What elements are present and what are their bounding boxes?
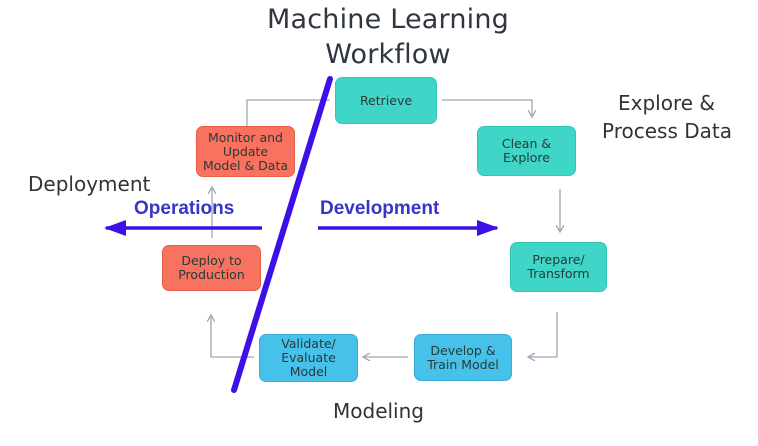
diagram-title-line1: Machine Learning [266, 4, 510, 35]
node-develop-train: Develop & Train Model [414, 334, 512, 381]
section-label-deployment: Deployment [28, 172, 151, 196]
node-monitor-update-label: Monitor and Update Model & Data [202, 129, 289, 173]
node-develop-train-label: Develop & Train Model [427, 342, 499, 372]
node-deploy-production: Deploy to Production [162, 245, 261, 291]
phase-label-development: Development [320, 198, 440, 219]
node-clean-explore: Clean & Explore [477, 126, 576, 176]
connector-validate-to-deploy [211, 316, 254, 358]
node-clean-explore-label: Clean & Explore [501, 136, 552, 165]
connector-retrieve-to-clean [442, 99, 532, 116]
node-monitor-update: Monitor and Update Model & Data [196, 126, 295, 177]
node-retrieve: Retrieve [335, 77, 437, 124]
divider-line [231, 76, 333, 393]
phase-label-operations: Operations [134, 198, 235, 219]
node-prepare-transform: Prepare/ Transform [510, 242, 607, 292]
node-retrieve-label: Retrieve [359, 92, 413, 108]
node-validate-evaluate: Validate/ Evaluate Model [259, 334, 358, 382]
diagram-title-line2: Workflow [325, 39, 451, 70]
connector-prepare-to-develop [529, 312, 558, 357]
section-label-explore-line2: Process Data [602, 119, 732, 143]
node-deploy-production-label: Deploy to Production [178, 253, 245, 282]
section-label-explore-line1: Explore & [618, 91, 716, 115]
connector-monitor-to-retrieve [246, 99, 330, 126]
node-validate-evaluate-label: Validate/ Evaluate Model [281, 336, 336, 379]
node-prepare-transform-label: Prepare/ Transform [527, 252, 590, 281]
section-label-modeling: Modeling [333, 399, 424, 423]
